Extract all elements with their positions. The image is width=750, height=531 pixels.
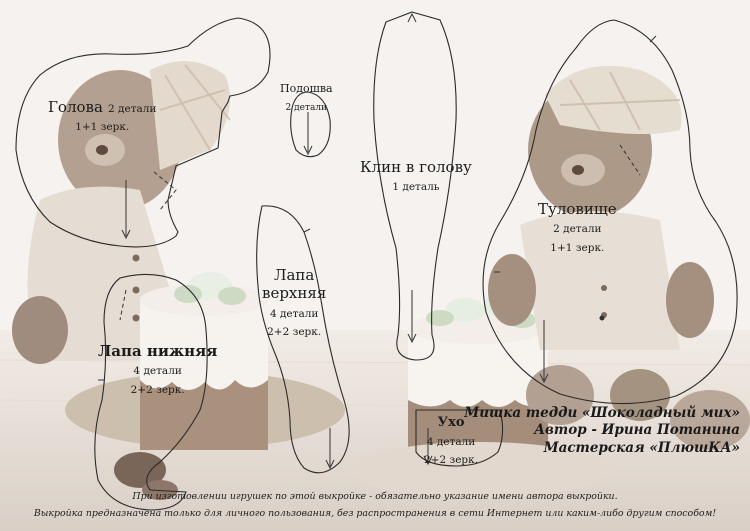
cake-figure bbox=[65, 272, 345, 450]
credits-block: Мишка тедди «Шоколадный мих» Автор - Ири… bbox=[464, 405, 740, 457]
body-count: 2 детали bbox=[553, 223, 602, 236]
gusset-name: Клин в голову bbox=[360, 158, 472, 176]
upper-paw-count: 4 детали bbox=[269, 307, 319, 320]
ear-name: Ухо bbox=[437, 415, 465, 430]
upper-paw-name-2: верхняя bbox=[262, 284, 327, 303]
body-mirror: 1+1 зерк. bbox=[550, 241, 605, 254]
body-label: Туловище 2 детали 1+1 зерк. bbox=[538, 200, 617, 255]
body-dart bbox=[619, 144, 641, 176]
upper-paw-label: Лапа верхняя 4 детали 2+2 зерк. bbox=[262, 266, 326, 340]
sole-piece-outline bbox=[290, 91, 331, 158]
cake-figure-right bbox=[350, 294, 610, 498]
ear-label: Ухо 4 детали 2+2 зерк. bbox=[424, 412, 478, 468]
ear-count: 4 детали bbox=[426, 435, 476, 448]
upper-paw-name-1: Лапа bbox=[273, 266, 315, 284]
notice-line-1: При изготовлении игрушек по этой выкройк… bbox=[132, 491, 618, 502]
right-bear-figure bbox=[488, 65, 750, 450]
head-label: Голова 2 детали 1+1 зерк. bbox=[48, 98, 156, 135]
body-name: Туловище bbox=[538, 200, 617, 218]
gusset-count: 1 деталь bbox=[392, 181, 440, 194]
notice-line-2: Выкройка предназначена только для личног… bbox=[33, 508, 717, 519]
lower-paw-count: 4 детали bbox=[133, 365, 182, 378]
left-bear-figure bbox=[12, 61, 231, 500]
gusset-piece-outline bbox=[373, 11, 457, 361]
upper-paw-mirror: 2+2 зерк. bbox=[267, 326, 322, 339]
head-dart bbox=[153, 171, 177, 211]
pattern-studio: Мастерская «ПлюшКА» bbox=[543, 439, 740, 456]
head-piece-outline bbox=[15, 17, 271, 248]
gusset-label: Клин в голову 1 деталь bbox=[360, 158, 472, 195]
pattern-title: Мишка тедди «Шоколадный мих» bbox=[464, 405, 740, 421]
lower-paw-label: Лапа нижняя 4 детали 2+2 зерк. bbox=[98, 342, 217, 397]
sole-name: Подошва bbox=[280, 82, 333, 95]
sole-label: Подошва 2 детали bbox=[280, 78, 333, 115]
ear-mirror: 2+2 зерк. bbox=[424, 454, 479, 467]
lower-paw-piece-outline bbox=[94, 273, 208, 511]
pattern-author: Автор - Ирина Потанина bbox=[534, 422, 740, 439]
head-mirror: 1+1 зерк. bbox=[75, 121, 130, 134]
lower-paw-mirror: 2+2 зерк. bbox=[130, 383, 185, 396]
upper-paw-piece-outline bbox=[256, 205, 350, 474]
head-count: 2 детали bbox=[108, 103, 157, 115]
lower-paw-name: Лапа нижняя bbox=[98, 342, 218, 360]
body-piece-outline bbox=[482, 19, 738, 405]
sole-count: 2 детали bbox=[285, 103, 328, 114]
head-name: Голова bbox=[48, 98, 103, 116]
